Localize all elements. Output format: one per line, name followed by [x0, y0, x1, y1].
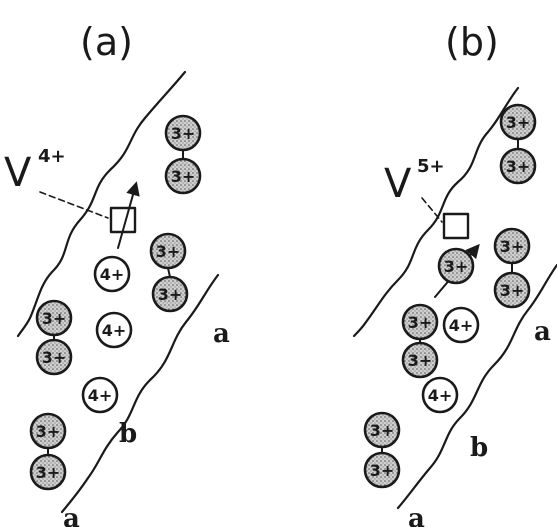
- panel-a-migration-arrow: [118, 184, 136, 248]
- panel-b-ion-8-charge: 4+: [428, 386, 453, 405]
- panel-b-ion-3-charge: 3+: [500, 281, 525, 300]
- panel-a-ion-2-charge: 3+: [156, 242, 181, 261]
- panel-a-vacancy-letter: V: [4, 150, 32, 196]
- panel-a-boundary-label-a-bottom: a: [63, 504, 80, 527]
- panel-b-boundary-label-a-bottom: a: [408, 504, 425, 527]
- panel-a-bond-1: [168, 268, 170, 277]
- panel-a-ion-3-charge: 3+: [158, 285, 183, 304]
- panel-b-ion-2-charge: 3+: [500, 237, 525, 256]
- panel-b-vacancy-charge: 5+: [417, 156, 445, 177]
- panel-a-ion-10-charge: 3+: [36, 463, 61, 482]
- panel-a-ion-4-charge: 4+: [100, 265, 125, 284]
- panel-b-ion-5-charge: 4+: [449, 316, 474, 335]
- panel-b-ion-1-charge: 3+: [506, 157, 531, 176]
- panel-a-label: (a): [80, 20, 133, 64]
- panel-a-ions: 3+ 3+ 3+ 3+ 4+ 4+ 4+ 3+ 3+ 3+ 3+: [31, 116, 200, 489]
- panel-b-ion-10-charge: 3+: [370, 461, 395, 480]
- panel-b-ion-4-charge: 3+: [444, 257, 469, 276]
- panel-a-ion-8-charge: 3+: [42, 348, 67, 367]
- panel-a-vacancy-charge: 4+: [38, 146, 66, 167]
- panel-a-vacancy-leader: [40, 192, 108, 218]
- panel-a-ion-0-charge: 3+: [171, 124, 196, 143]
- panel-b-boundary-lower: [398, 265, 557, 508]
- panel-a: (a) V 4+ a b a 3+ 3+ 3+ 3+ 4+ 4+ 4+ 3+ 3+ 3+ 3+: [4, 20, 230, 527]
- panel-b-vacancy-leader: [422, 198, 442, 222]
- panel-a-ion-1-charge: 3+: [171, 167, 196, 186]
- panel-b-boundary-label-b: b: [470, 433, 488, 463]
- panel-b-boundary-upper: [354, 88, 518, 336]
- panel-b: (b) V 5+ a b a 3+ 3+ 3+ 3+ 3+ 4+ 3+ 3+ 4+ 3+ 3+: [354, 20, 557, 527]
- panel-b-boundary-label-a-right: a: [534, 317, 551, 347]
- panel-b-label: (b): [445, 20, 499, 64]
- panel-b-ion-0-charge: 3+: [506, 113, 531, 132]
- panel-b-vacancy-square: [444, 214, 468, 238]
- panel-b-ion-7-charge: 3+: [408, 351, 433, 370]
- panel-a-boundary-label-b: b: [119, 419, 137, 449]
- panel-b-ion-9-charge: 3+: [370, 421, 395, 440]
- panel-a-ion-5-charge: 4+: [102, 321, 127, 340]
- panel-a-ion-6-charge: 4+: [88, 386, 113, 405]
- panel-b-ion-6-charge: 3+: [408, 313, 433, 332]
- panel-a-ion-9-charge: 3+: [36, 422, 61, 441]
- panel-a-boundary-label-a-right: a: [213, 319, 230, 349]
- panel-a-ion-7-charge: 3+: [42, 309, 67, 328]
- panel-b-vacancy-letter: V: [384, 161, 412, 207]
